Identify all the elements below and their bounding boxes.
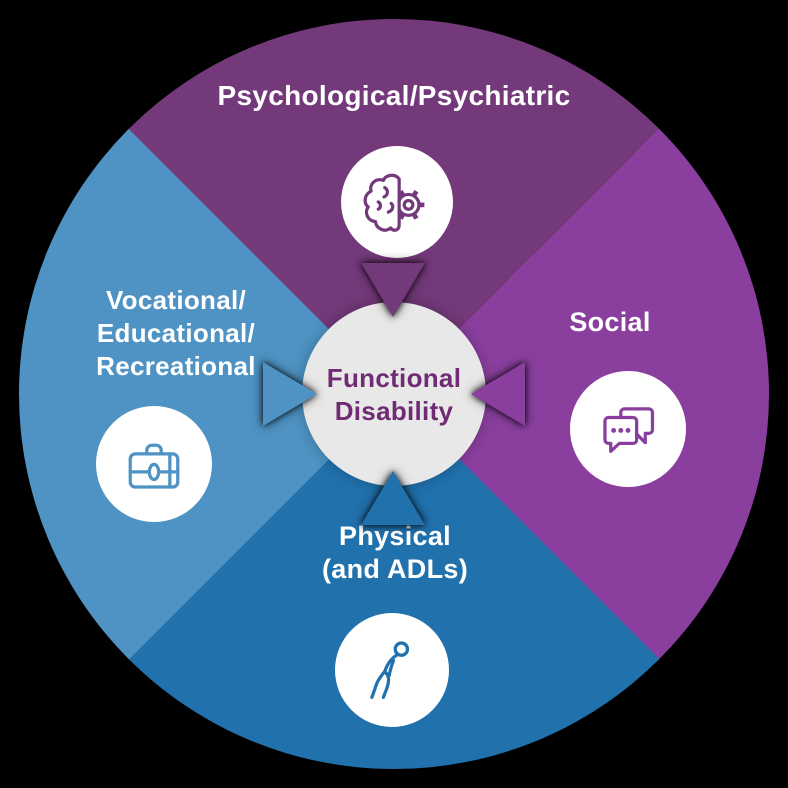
arrow-left-icon xyxy=(263,362,317,426)
center-circle xyxy=(302,302,486,486)
social-icon-circle xyxy=(570,371,686,487)
center-label: Functional Disability xyxy=(294,362,494,428)
speech-bubbles-icon xyxy=(603,407,655,453)
center-label-line: Disability xyxy=(334,396,454,426)
label-line: Vocational/ xyxy=(105,285,247,315)
vocational-icon-circle xyxy=(96,406,212,522)
label-line: (and ADLs) xyxy=(322,554,468,584)
label-line: Educational/ xyxy=(96,318,256,348)
label-social: Social xyxy=(460,306,760,339)
label-line: Psychological/Psychiatric xyxy=(217,80,571,111)
brain-gear-icon xyxy=(363,173,425,232)
arrow-right-icon xyxy=(471,362,525,426)
psychological-icon-circle xyxy=(341,146,453,258)
label-physical-adls: Physical (and ADLs) xyxy=(145,520,645,586)
briefcase-icon xyxy=(128,443,180,489)
label-line: Recreational xyxy=(96,351,256,381)
center-label-line: Functional xyxy=(326,363,462,393)
label-psychological-psychiatric: Psychological/Psychiatric xyxy=(94,79,694,113)
person-bending-icon xyxy=(370,641,410,699)
label-line: Physical xyxy=(339,521,451,551)
physical-icon-circle xyxy=(335,613,449,727)
label-line: Social xyxy=(569,307,651,337)
arrow-bottom-icon xyxy=(361,471,425,525)
arrow-top-icon xyxy=(361,263,425,317)
label-vocational-educational-recreational: Vocational/ Educational/ Recreational xyxy=(26,284,326,383)
